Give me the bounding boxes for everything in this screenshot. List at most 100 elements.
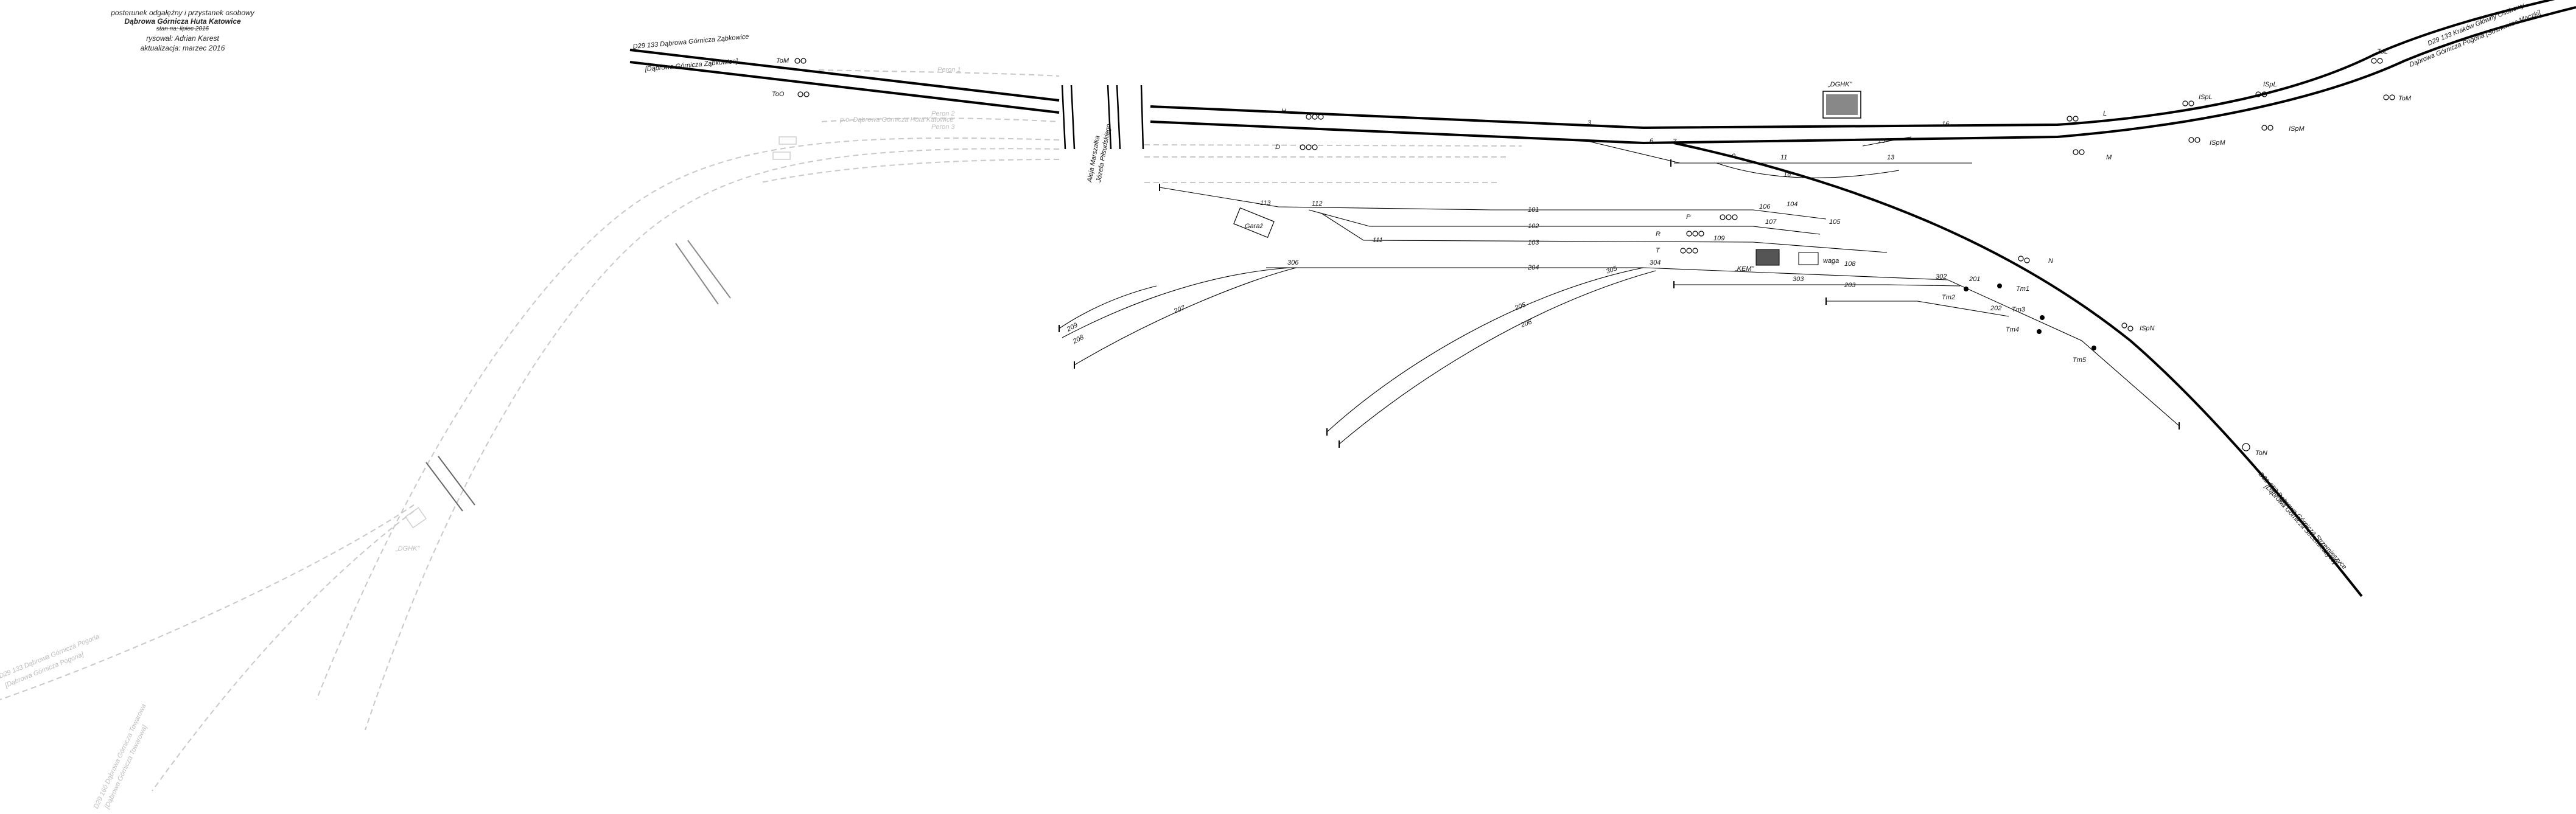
ghost-bridge-a: [675, 243, 719, 305]
dghk-label: „DGHK": [1827, 81, 1852, 88]
signal-h: H: [1281, 108, 1324, 120]
main-track-strzemieszyce: [1673, 142, 2363, 597]
track-209: [1074, 267, 1297, 366]
signal-tol: ToL: [2371, 48, 2388, 64]
ghost-track-d: [0, 504, 415, 700]
svg-text:ToM: ToM: [2398, 95, 2412, 102]
ghost-bridge-b: [687, 240, 731, 299]
switch-13: 13: [1887, 154, 1895, 161]
garaz-label: Garaż: [1245, 223, 1263, 230]
track-103: [1320, 212, 1888, 253]
track-208: [1059, 285, 1157, 329]
signal-ton: ToN: [2242, 443, 2267, 457]
signal-n: N: [2018, 256, 2053, 265]
track-label-108: 108: [1844, 260, 1856, 268]
svg-text:Tm5: Tm5: [2073, 357, 2087, 364]
signal-tm5: Tm5: [2073, 346, 2096, 364]
building-waga: [1798, 252, 1819, 265]
header-line-4: rysował: Adrian Karest: [146, 34, 219, 43]
track-label-208: 208: [1071, 333, 1086, 346]
svg-text:M: M: [2106, 154, 2112, 161]
building-dghk-fill: [1826, 94, 1858, 115]
signal-tm1: Tm1: [1997, 284, 2029, 293]
signal-d: D: [1275, 144, 1318, 151]
track-label-112: 112: [1312, 200, 1323, 207]
line-top-left: D29 133 Dąbrowa Górnicza Ząbkowice: [632, 33, 749, 50]
switch-11: 11: [1780, 154, 1787, 161]
ghost-dghky: „DGHK": [395, 545, 420, 552]
header-line-1: posterunek odgałęźny i przystanek osobow…: [111, 9, 254, 17]
switch-16: 16: [1942, 120, 1950, 128]
track-102: [1308, 209, 1821, 235]
svg-text:ToM: ToM: [776, 57, 789, 64]
svg-text:ISpL: ISpL: [2263, 81, 2277, 88]
building-kem: [1755, 249, 1780, 266]
signal-p: P: [1686, 214, 1738, 221]
waga-label: waga: [1823, 257, 1839, 265]
svg-text:ToL: ToL: [2377, 48, 2388, 55]
ghost-peron3: Peron 3: [931, 123, 955, 131]
track-205: [1326, 267, 1644, 433]
track-label-207: 207: [1172, 304, 1186, 315]
line-top-right-sub: Dąbrowa Górnicza Pogoria [Sosnowiec Macz…: [2409, 9, 2543, 69]
line-top-left-sub: [Dąbrowa Górnicza Ząbkowice]: [644, 58, 738, 73]
track-101: [1159, 187, 1827, 220]
line-bottom-right-sub: [Dąbrowa Górnicza Strzemieszyce]: [2263, 482, 2339, 566]
signal-ispn: ISpN: [2121, 322, 2155, 332]
svg-text:ToN: ToN: [2255, 450, 2267, 457]
svg-text:Tm3: Tm3: [2012, 306, 2026, 313]
svg-text:Tm4: Tm4: [2006, 326, 2019, 333]
track-104: [1266, 267, 2180, 426]
main-track-2: [1150, 6, 2576, 145]
svg-text:P: P: [1686, 214, 1691, 221]
ghost-bridge-c: [425, 462, 463, 512]
signal-l: L: [2067, 110, 2107, 122]
track-label-111: 111: [1373, 237, 1383, 244]
track-label-106: 106: [1759, 203, 1771, 210]
switch-9: 9: [1732, 153, 1735, 160]
ghost-track-a: [316, 137, 1060, 700]
track-label-109: 109: [1713, 235, 1724, 242]
track-label-202: 202: [1990, 305, 2001, 312]
svg-text:ISpM: ISpM: [2210, 139, 2226, 147]
main-lines: [629, 0, 2576, 597]
bridge: Aleja Marszałka Józefa Piłsudskiego: [1061, 85, 1144, 184]
header-line-3: stan na: lipiec 2016: [156, 26, 209, 32]
svg-text:ISpM: ISpM: [2289, 125, 2305, 133]
track-label-104: 104: [1787, 201, 1797, 208]
track-label-10: 16: [1783, 171, 1791, 178]
ghost-station-label: p.o. Dąbrowa Górnicza Huta Katowice: [839, 116, 953, 123]
track-label-102: 102: [1528, 223, 1539, 230]
signal-t: T: [1656, 247, 1698, 254]
switch-link-15-16: [1862, 136, 1912, 147]
track-label-113: 113: [1260, 200, 1271, 207]
track-label-302: 302: [1936, 273, 1947, 280]
ghost-track-right-1: [1144, 144, 1522, 147]
track-label-204: 204: [1527, 264, 1539, 271]
ghost-track-c: [760, 159, 1060, 183]
track-label-303: 303: [1793, 276, 1804, 283]
yard: Garaż: [1059, 136, 2180, 445]
ghost-track-b: [365, 148, 1060, 731]
signal-too-left: ToO: [772, 91, 810, 98]
ghost-peron1: Peron 1: [937, 66, 961, 74]
signal-tm4: Tm4: [2006, 326, 2042, 334]
ghost-building: [404, 507, 427, 529]
track-label-107: 107: [1765, 218, 1777, 226]
signal-tm2: Tm2: [1942, 287, 1969, 301]
track-label-101: 101: [1528, 206, 1539, 214]
signal-r: R: [1656, 231, 1704, 238]
track-label-103: 103: [1528, 239, 1539, 246]
svg-text:H: H: [1281, 108, 1286, 115]
building-garaz: [1233, 207, 1275, 238]
track-label-205: 205: [1513, 301, 1527, 312]
ghost-bottom-line-1: D29 160 Dąbrowa Górnicza Towarowa: [93, 703, 148, 810]
signals: ToM ToO H D L M ISpL ISpL: [772, 48, 2412, 457]
track-10: [1716, 162, 1900, 178]
svg-text:Tm1: Tm1: [2016, 285, 2029, 293]
line-labels: D29 133 Dąbrowa Górnicza Ząbkowice [Dąbr…: [632, 1, 2543, 571]
svg-text:T: T: [1656, 247, 1661, 254]
buildings: „DGHK" „KEM" waga: [1734, 81, 1861, 273]
switch-link-6-7: [1582, 139, 1681, 164]
